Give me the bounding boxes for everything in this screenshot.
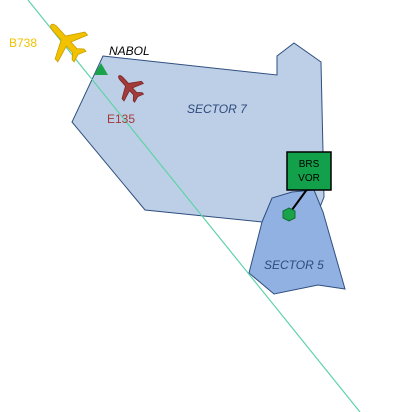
vor-label-line1: BRS <box>299 159 320 170</box>
aircraft-b738-label: B738 <box>9 36 37 50</box>
aircraft-e135-icon <box>118 75 145 103</box>
sector-7-area <box>71 42 325 223</box>
sector-5-area <box>248 189 346 295</box>
waypoint-triangle-icon <box>94 63 108 75</box>
vor-label-line2: VOR <box>298 173 320 184</box>
waypoint-nabol-label: NABOL <box>109 44 150 58</box>
route-line <box>27 0 361 412</box>
vor-hexagon-icon <box>282 207 296 222</box>
sector-7-label: SECTOR 7 <box>187 102 248 116</box>
vor-label-box <box>286 151 332 191</box>
sector-5-label: SECTOR 5 <box>264 258 324 272</box>
aircraft-e135-label: E135 <box>107 112 135 126</box>
aircraft-b738-icon <box>50 23 89 63</box>
